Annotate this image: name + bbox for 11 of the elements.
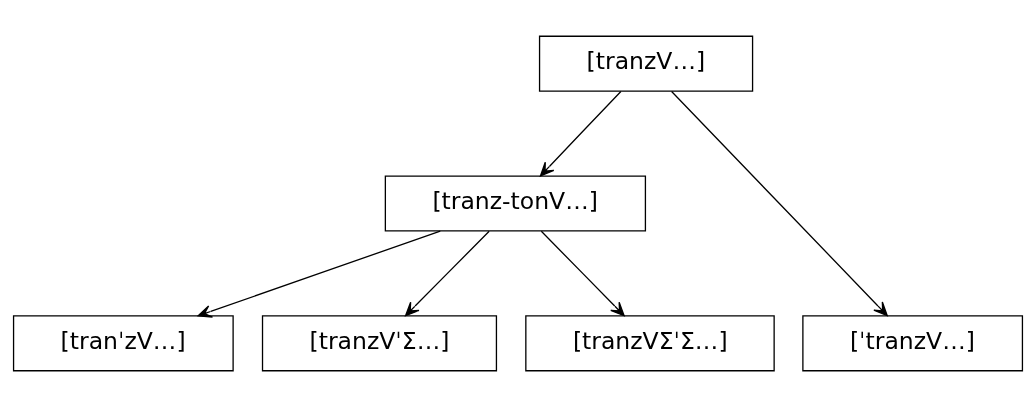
node-box: [tranzVˈΣ…]	[261, 315, 498, 372]
node-box: [tranˈzV…]	[12, 315, 234, 372]
node-box: [tranzV…]	[538, 35, 754, 92]
arrow	[197, 230, 441, 318]
arrow	[404, 230, 490, 317]
arrow	[539, 90, 622, 177]
node-box: [ˈtranzV…]	[802, 315, 1024, 372]
node-box: [tranz-tonV…]	[384, 175, 647, 232]
node-box: [tranzVΣˈΣ…]	[525, 315, 775, 372]
arrow	[670, 90, 888, 317]
arrow	[540, 230, 625, 317]
